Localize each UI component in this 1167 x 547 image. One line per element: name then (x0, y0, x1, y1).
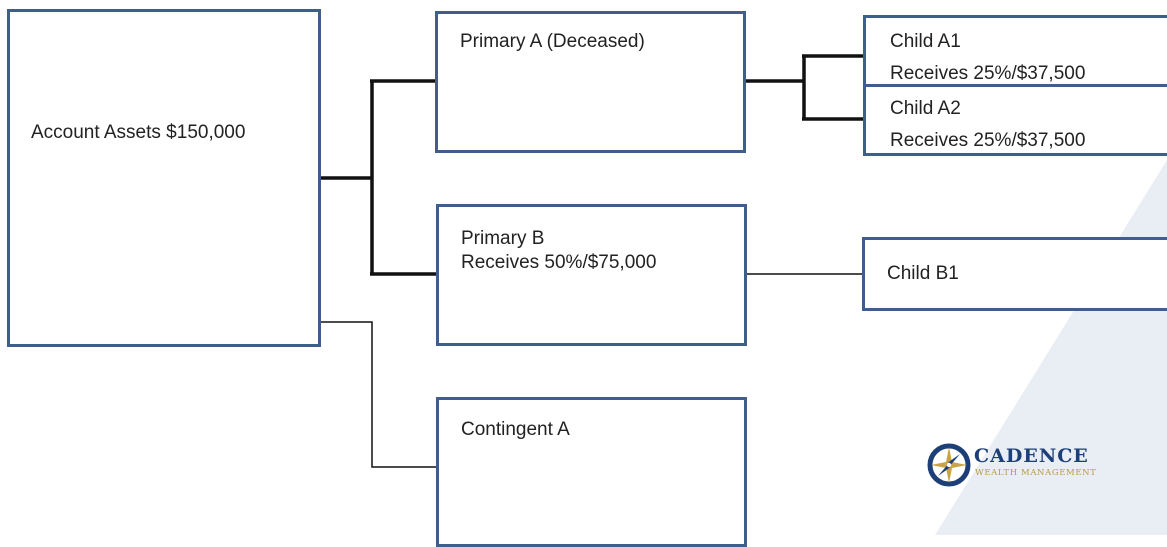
child-a1-box: Child A1 Receives 25%/$37,500 (863, 15, 1167, 93)
child-a1-name: Child A1 (890, 31, 961, 52)
child-a2-name: Child A2 (890, 98, 961, 119)
logo-wordmark: CADENCE (974, 445, 1089, 467)
child-b1-box: Child B1 (862, 237, 1167, 311)
primary-b-share: Receives 50%/$75,000 (461, 252, 657, 273)
compass-star-icon (927, 443, 971, 487)
account-assets-box: Account Assets $150,000 (7, 9, 321, 347)
contingent-a-label: Contingent A (461, 419, 570, 440)
child-a1-share: Receives 25%/$37,500 (890, 63, 1086, 84)
primary-b-box: Primary B Receives 50%/$75,000 (436, 204, 747, 346)
account-assets-label: Account Assets $150,000 (31, 122, 246, 143)
primary-a-label: Primary A (Deceased) (460, 31, 645, 52)
child-b1-label: Child B1 (887, 263, 959, 284)
child-a2-share: Receives 25%/$37,500 (890, 130, 1086, 151)
contingent-a-box: Contingent A (436, 397, 747, 547)
logo-tagline: WEALTH MANAGEMENT (975, 468, 1097, 478)
cadence-logo: CADENCE WEALTH MANAGEMENT (927, 443, 1117, 489)
child-a2-box: Child A2 Receives 25%/$37,500 (863, 84, 1167, 156)
beneficiary-diagram: Account Assets $150,000 Primary A (Decea… (7, 9, 1167, 547)
primary-a-box: Primary A (Deceased) (435, 11, 746, 153)
connector-account-to-contingent-a (321, 321, 436, 468)
primary-b-name: Primary B (461, 228, 545, 249)
